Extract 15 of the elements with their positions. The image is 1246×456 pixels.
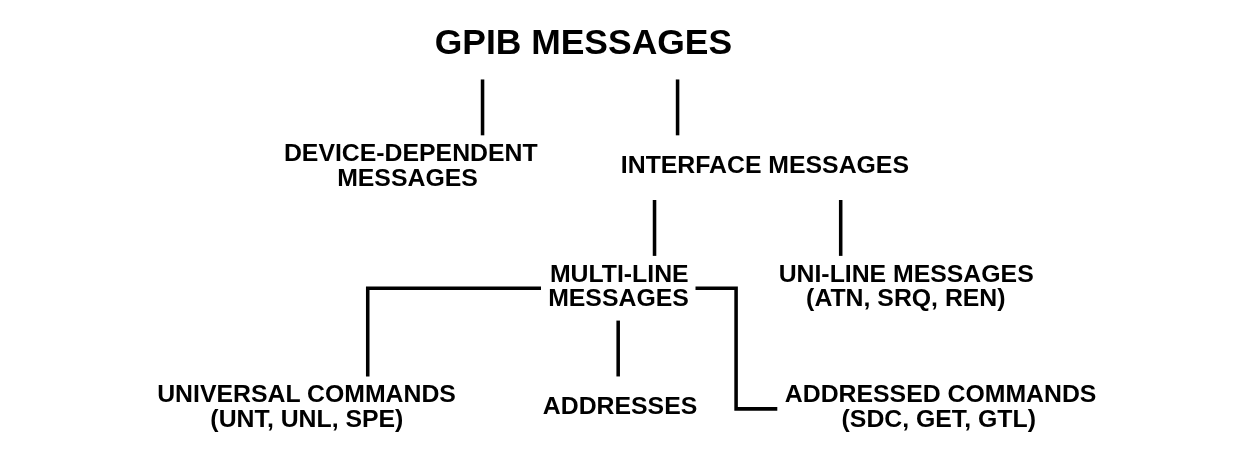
node-text: ADDRESSED COMMANDS (SDC, GET, GTL) bbox=[784, 380, 1096, 432]
connector bbox=[675, 79, 679, 136]
node-text: DEVICE-DEPENDENT MESSAGES bbox=[283, 138, 538, 191]
node-text: INTERFACE MESSAGES bbox=[620, 150, 909, 178]
connector bbox=[652, 200, 656, 256]
node-text: UNI-LINE MESSAGES (ATN, SRQ, REN) bbox=[778, 259, 1034, 312]
connector bbox=[480, 79, 484, 136]
connector bbox=[615, 320, 620, 377]
connector bbox=[365, 286, 541, 377]
node-text: ADDRESSES bbox=[542, 391, 697, 419]
node-text: GPIB MESSAGES bbox=[434, 22, 732, 63]
node-text: MULTI-LINE MESSAGES bbox=[547, 259, 689, 312]
connector bbox=[695, 286, 777, 411]
node-text: UNIVERSAL COMMANDS (UNT, UNL, SPE) bbox=[156, 380, 456, 432]
connector bbox=[838, 200, 842, 256]
